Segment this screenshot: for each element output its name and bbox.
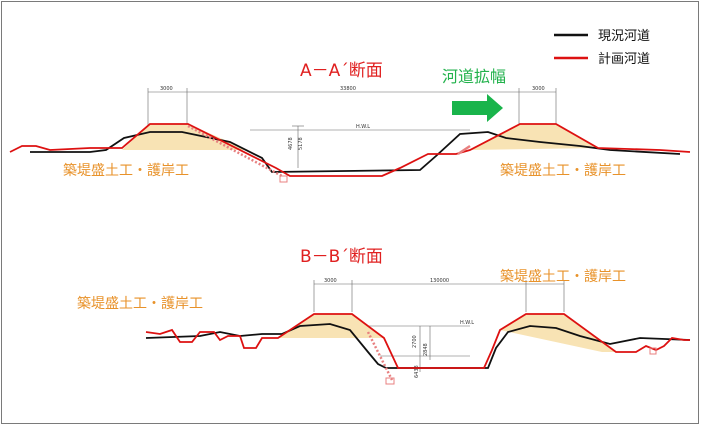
section-a-planned-ground — [9, 123, 691, 177]
section-a-left-embankment-fill — [122, 124, 248, 150]
section-b-planned-ground — [145, 313, 690, 369]
section-b-left-revetment — [366, 331, 394, 381]
section-b-title: B－B´断面 — [300, 247, 383, 267]
section-a-existing-ground — [30, 131, 681, 173]
section-a-channel-width: 33800 — [340, 86, 356, 92]
section-a-right-width: 3000 — [532, 86, 545, 92]
widening-label: 河道拡幅 — [442, 67, 506, 86]
section-b-left-embankment-fill — [278, 314, 384, 338]
section-b-left-width: 3000 — [324, 278, 337, 284]
section-a-water-level: H.W.L — [356, 124, 370, 130]
legend: 現況河道 計画河道 — [554, 29, 650, 67]
section-b-depth-3: 6438 — [414, 365, 420, 378]
section-a-left-caption: 築堤盛土工・護岸工 — [63, 163, 189, 179]
section-b-existing-ground — [145, 323, 691, 369]
section-a: A－A´断面 河道拡幅 3000 33800 3000 H.W.L 4678 5… — [9, 61, 691, 183]
section-a-left-width: 3000 — [160, 86, 173, 92]
section-b-depth-2: 2848 — [423, 343, 429, 356]
section-a-right-caption: 築堤盛土工・護岸工 — [500, 163, 626, 179]
section-a-toe-block — [279, 175, 288, 183]
section-b-toe-block — [385, 377, 395, 385]
section-a-depth-1: 4678 — [288, 137, 294, 150]
section-b-right-toe-block — [649, 347, 657, 355]
section-b-dimension-lines — [313, 280, 565, 372]
section-b-channel-width: 130000 — [430, 278, 449, 284]
section-a-right-revetment — [457, 144, 471, 156]
section-b-right-caption: 築堤盛土工・護岸工 — [500, 269, 626, 285]
section-b-right-embankment-fill — [500, 314, 616, 352]
section-a-left-revetment — [187, 124, 283, 178]
section-b: B－B´断面 3000 130000 H.W.L 2700 2848 6438 — [77, 247, 691, 385]
section-a-title: A－A´断面 — [300, 61, 383, 81]
section-a-depth-2: 5178 — [298, 137, 304, 150]
widening-arrow-icon — [452, 94, 503, 122]
section-b-left-caption: 築堤盛土工・護岸工 — [77, 296, 203, 312]
section-b-water-level: H.W.L — [460, 320, 474, 326]
section-b-depth-1: 2700 — [412, 335, 418, 348]
legend-planned-label: 計画河道 — [598, 51, 650, 67]
section-a-dimension-lines — [147, 88, 557, 168]
legend-existing-label: 現況河道 — [598, 29, 650, 44]
